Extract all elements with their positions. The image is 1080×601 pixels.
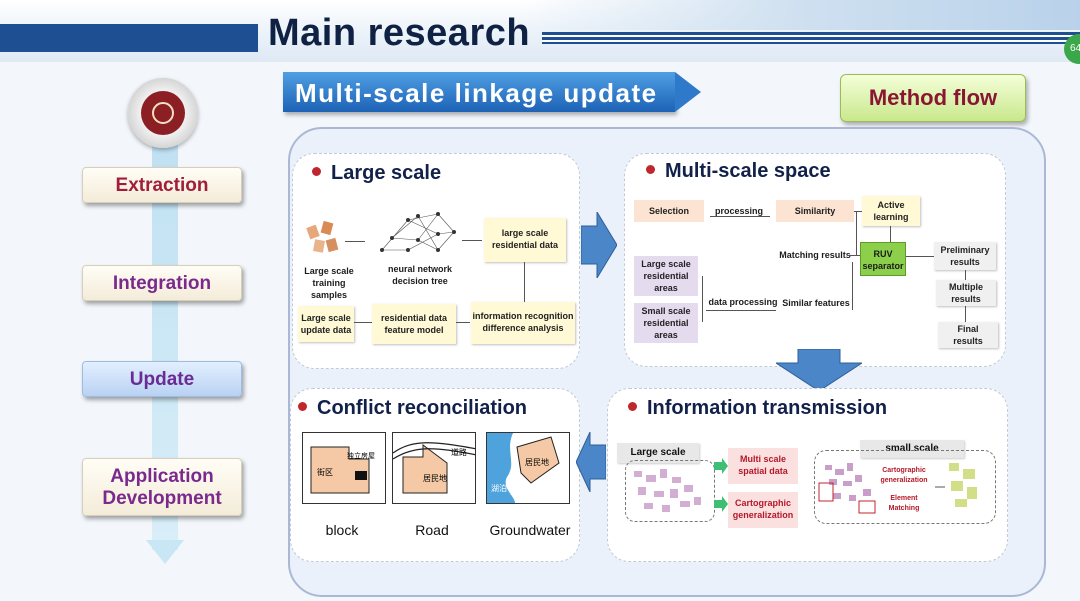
flow-line-9 bbox=[702, 276, 703, 322]
banner-arrow-tip-icon bbox=[675, 72, 701, 112]
panel-information-transmission bbox=[607, 388, 1008, 562]
flow-arrow-2 bbox=[462, 240, 482, 241]
header-right-stripes bbox=[542, 32, 1080, 44]
bullet-dot-icon bbox=[628, 402, 637, 412]
flow-line-8 bbox=[965, 306, 966, 322]
big-arrow-down-icon bbox=[776, 349, 862, 391]
flow-line-6 bbox=[906, 256, 934, 257]
flow-arrow-1 bbox=[345, 241, 365, 242]
flow-line-1 bbox=[710, 216, 770, 217]
panel-title-large-scale: Large scale bbox=[312, 162, 441, 185]
large-scale-tag: Large scale bbox=[617, 443, 699, 463]
banner-title: Multi-scale linkage update bbox=[295, 78, 658, 108]
bullet-dot-icon bbox=[298, 402, 307, 412]
flow-arrow-3 bbox=[354, 322, 372, 323]
selection-box: Selection bbox=[634, 200, 704, 222]
panel-title-conflict-reconciliation: Conflict reconciliation bbox=[298, 397, 527, 420]
large-scale-map-thumbnail bbox=[634, 469, 701, 512]
conflict-road-diagram: 道路 居民地 bbox=[392, 432, 476, 504]
flow-line-5 bbox=[848, 255, 860, 256]
university-emblem-icon bbox=[128, 78, 198, 148]
small-cartographic-box: Cartographic generalization bbox=[874, 466, 934, 492]
matching-results-label: Matching results bbox=[779, 250, 851, 260]
small-scale-map-frame bbox=[814, 450, 996, 524]
method-flow-button[interactable]: Method flow bbox=[840, 74, 1026, 122]
transfer-arrows-icon bbox=[714, 458, 728, 512]
flow-line-3 bbox=[890, 226, 891, 242]
processing-label: processing bbox=[714, 206, 763, 216]
big-arrow-left-icon bbox=[576, 432, 606, 492]
road-label: Road bbox=[404, 522, 460, 538]
sidebar-item-application-development[interactable]: Application Development bbox=[82, 458, 242, 516]
large-scale-map-frame bbox=[625, 460, 715, 522]
sidebar-item-update[interactable]: Update bbox=[82, 361, 242, 397]
cartographic-generalization-box: Cartographic generalization bbox=[728, 492, 798, 528]
big-arrow-right-icon bbox=[581, 212, 617, 278]
conflict-groundwater-diagram: 居民地 湖泊 bbox=[486, 432, 570, 504]
section-banner bbox=[283, 72, 675, 112]
page-number-badge: 64 bbox=[1064, 34, 1080, 64]
conflict-block-diagram: 街区 独立房屋 bbox=[302, 432, 386, 504]
flow-line-10 bbox=[706, 310, 776, 311]
panel-title-multi-scale-space: Multi-scale space bbox=[646, 160, 831, 183]
flow-line-7 bbox=[965, 270, 966, 280]
sidebar-item-extraction[interactable]: Extraction bbox=[82, 167, 242, 203]
multi-scale-spatial-data-box: Multi scale spatial data bbox=[728, 448, 798, 484]
flow-arrow-4 bbox=[456, 322, 470, 323]
page-title: Main research bbox=[268, 12, 531, 54]
sidebar-timeline-arrow-icon bbox=[146, 540, 184, 564]
similar-features-label: Similar features bbox=[782, 298, 850, 308]
flow-line-2 bbox=[854, 211, 862, 212]
header-left-bar bbox=[0, 24, 258, 52]
similarity-box: Similarity bbox=[776, 200, 854, 222]
neural-network-icon bbox=[380, 212, 456, 252]
block-label: block bbox=[314, 522, 370, 538]
sidebar-item-integration[interactable]: Integration bbox=[82, 265, 242, 301]
small-scale-tag: small scale bbox=[860, 440, 964, 458]
data-processing-label: data processing bbox=[708, 297, 778, 307]
element-matching-box: Element Matching bbox=[878, 494, 930, 518]
bullet-dot-icon bbox=[312, 167, 321, 177]
training-samples-icon bbox=[306, 220, 339, 253]
flow-line-4 bbox=[856, 211, 857, 255]
groundwater-label: Groundwater bbox=[484, 522, 576, 538]
flow-line-11 bbox=[852, 262, 853, 310]
small-scale-map-thumbnail bbox=[818, 463, 977, 514]
panel-title-information-transmission: Information transmission bbox=[628, 397, 887, 420]
flow-arrow-5 bbox=[524, 262, 525, 302]
bullet-dot-icon bbox=[646, 165, 655, 175]
